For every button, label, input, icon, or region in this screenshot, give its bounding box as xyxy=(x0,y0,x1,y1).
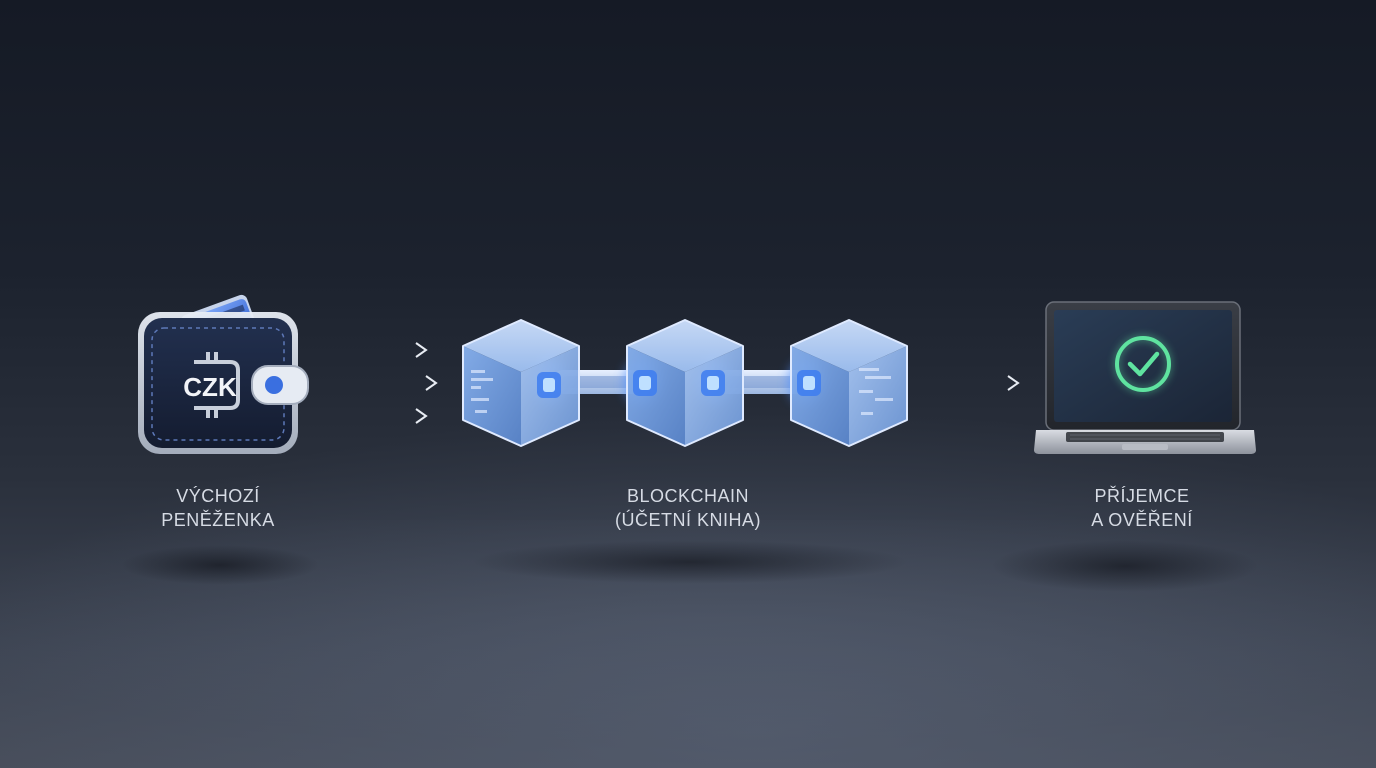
wallet-icon xyxy=(138,294,309,454)
blockchain-shadow xyxy=(470,540,910,584)
wallet-currency-text: CZK xyxy=(183,372,237,402)
wallet-label: VÝCHOZÍ PENĚŽENKA xyxy=(118,484,318,532)
wallet-label-line1: VÝCHOZÍ xyxy=(176,486,260,506)
arrow-right-icon xyxy=(344,342,428,358)
recipient-label: PŘÍJEMCE A OVĚŘENÍ xyxy=(1042,484,1242,532)
cube-icon xyxy=(626,319,744,447)
cube-icon xyxy=(790,319,908,447)
wallet-label-line2: PENĚŽENKA xyxy=(161,510,275,530)
blockchain-label: BLOCKCHAIN (ÚČETNÍ KNIHA) xyxy=(588,484,788,532)
arrow-right-icon xyxy=(930,375,1020,391)
laptop-shadow xyxy=(990,540,1260,592)
wallet-shadow xyxy=(120,545,320,585)
crypto-coin-icon xyxy=(194,352,240,418)
wallet-arrows xyxy=(344,342,438,424)
arrow-right-icon xyxy=(344,375,438,391)
laptop-icon xyxy=(1034,301,1256,454)
recipient-label-line1: PŘÍJEMCE xyxy=(1094,486,1190,506)
cube-icon xyxy=(462,319,580,447)
check-circle-icon xyxy=(1114,335,1172,393)
blockchain-chain xyxy=(462,319,908,447)
blockchain-arrow xyxy=(930,375,1020,391)
arrow-right-icon xyxy=(344,408,428,424)
wallet-currency-badge: CZK xyxy=(183,372,237,402)
recipient-label-line2: A OVĚŘENÍ xyxy=(1091,510,1193,530)
blockchain-label-line2: (ÚČETNÍ KNIHA) xyxy=(615,510,761,530)
blockchain-label-line1: BLOCKCHAIN xyxy=(626,486,750,506)
